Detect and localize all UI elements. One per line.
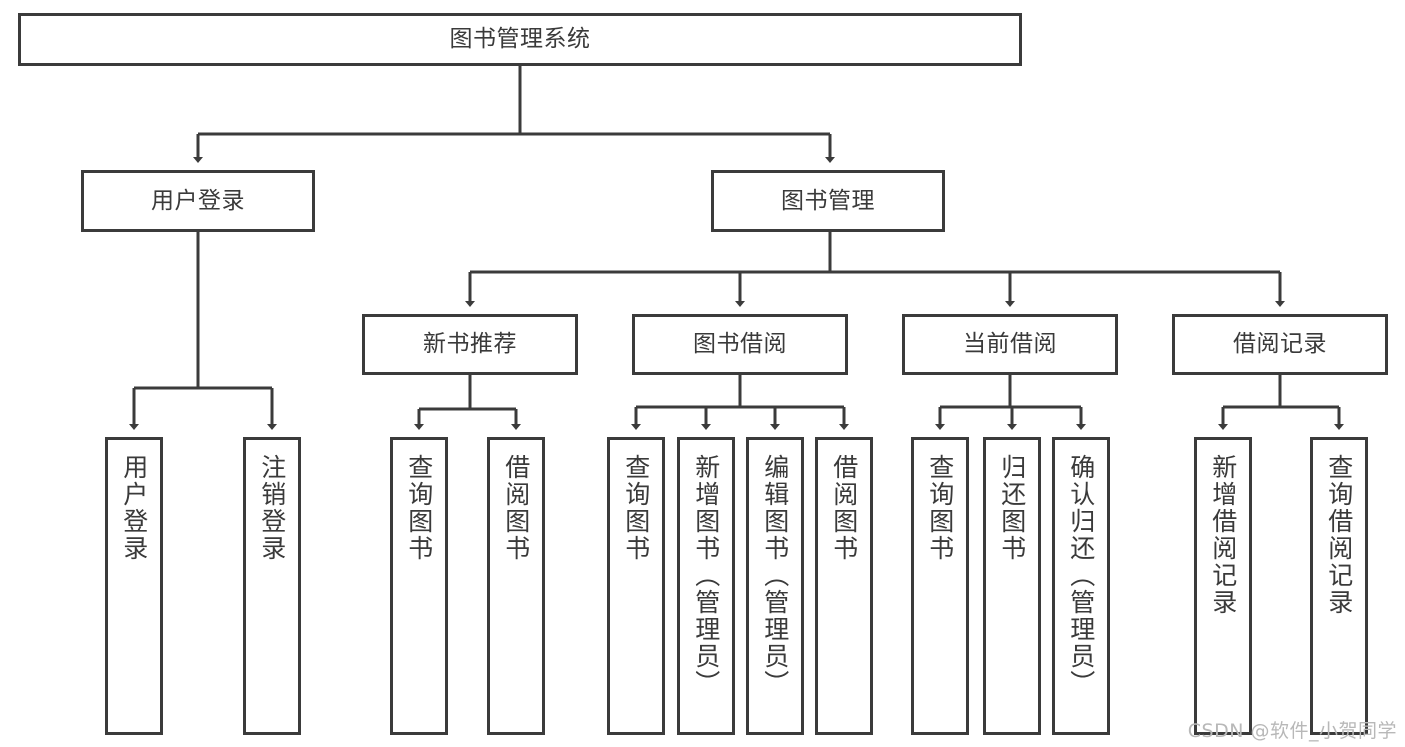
node-book-management-label: 图书管理 bbox=[781, 187, 875, 214]
node-leaf-borrow-book[interactable]: 借阅图书 bbox=[815, 437, 873, 735]
node-leaf-record-query[interactable]: 查询借阅记录 bbox=[1310, 437, 1368, 735]
node-leaf-current-query[interactable]: 查询图书 bbox=[911, 437, 969, 735]
node-leaf-borrow-edit-label: 编辑图书（管理员） bbox=[760, 454, 790, 697]
node-leaf-record-add-label: 新增借阅记录 bbox=[1208, 454, 1238, 616]
csdn-watermark: CSDN @软件_小贺同学 bbox=[1187, 720, 1397, 742]
node-current-borrow[interactable]: 当前借阅 bbox=[902, 314, 1118, 375]
node-leaf-current-return[interactable]: 归还图书 bbox=[983, 437, 1041, 735]
node-current-borrow-label: 当前借阅 bbox=[963, 331, 1057, 358]
node-leaf-record-add[interactable]: 新增借阅记录 bbox=[1194, 437, 1252, 735]
node-leaf-newbook-query[interactable]: 查询图书 bbox=[390, 437, 448, 735]
node-book-management[interactable]: 图书管理 bbox=[711, 170, 945, 232]
node-new-book-recommend[interactable]: 新书推荐 bbox=[362, 314, 578, 375]
node-book-borrow-label: 图书借阅 bbox=[693, 331, 787, 358]
node-root-system[interactable]: 图书管理系统 bbox=[18, 13, 1022, 66]
node-leaf-user-login[interactable]: 用户登录 bbox=[105, 437, 163, 735]
node-leaf-borrow-edit[interactable]: 编辑图书（管理员） bbox=[746, 437, 804, 735]
node-root-system-label: 图书管理系统 bbox=[449, 26, 591, 53]
node-leaf-current-query-label: 查询图书 bbox=[925, 454, 955, 562]
node-user-login-label: 用户登录 bbox=[151, 187, 245, 214]
node-leaf-borrow-query-label: 查询图书 bbox=[621, 454, 651, 562]
node-leaf-user-login-label: 用户登录 bbox=[119, 454, 149, 562]
node-leaf-newbook-borrow-label: 借阅图书 bbox=[501, 454, 531, 562]
node-book-borrow[interactable]: 图书借阅 bbox=[632, 314, 848, 375]
node-leaf-borrow-book-label: 借阅图书 bbox=[829, 454, 859, 562]
node-leaf-record-query-label: 查询借阅记录 bbox=[1324, 454, 1354, 616]
node-leaf-current-confirm[interactable]: 确认归还（管理员） bbox=[1052, 437, 1110, 735]
node-borrow-record-label: 借阅记录 bbox=[1233, 331, 1327, 358]
node-leaf-newbook-query-label: 查询图书 bbox=[404, 454, 434, 562]
node-leaf-logout[interactable]: 注销登录 bbox=[243, 437, 301, 735]
node-leaf-current-confirm-label: 确认归还（管理员） bbox=[1066, 454, 1096, 697]
node-leaf-logout-label: 注销登录 bbox=[257, 454, 287, 562]
node-new-book-recommend-label: 新书推荐 bbox=[423, 331, 517, 358]
node-leaf-borrow-add-label: 新增图书（管理员） bbox=[691, 454, 721, 697]
node-leaf-borrow-query[interactable]: 查询图书 bbox=[607, 437, 665, 735]
node-user-login[interactable]: 用户登录 bbox=[81, 170, 315, 232]
node-borrow-record[interactable]: 借阅记录 bbox=[1172, 314, 1388, 375]
node-leaf-current-return-label: 归还图书 bbox=[997, 454, 1027, 562]
node-leaf-borrow-add[interactable]: 新增图书（管理员） bbox=[677, 437, 735, 735]
node-leaf-newbook-borrow[interactable]: 借阅图书 bbox=[487, 437, 545, 735]
